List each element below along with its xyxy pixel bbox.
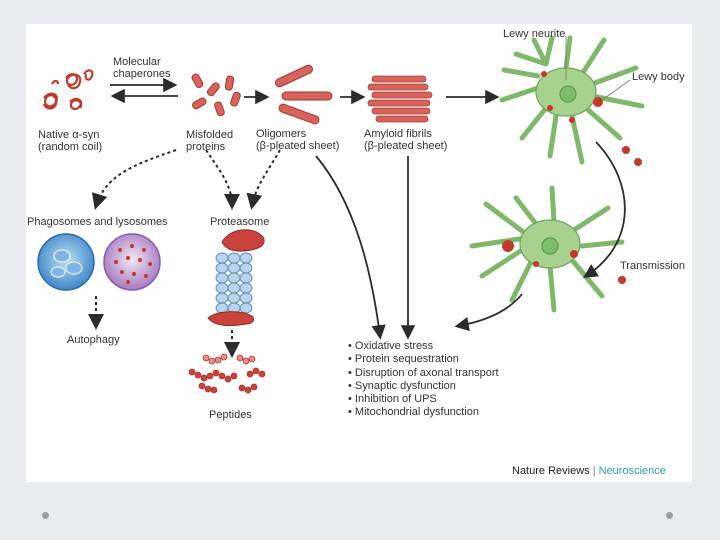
lewy-neurite-label: Lewy neurite <box>503 28 566 40</box>
proteasome-complex <box>207 229 265 327</box>
arrow-oligomers-to-proteasome <box>246 149 281 210</box>
lewy-deposits-bottom <box>502 240 626 284</box>
chaperone-equilibrium-arrows <box>110 77 178 104</box>
neuron-top <box>499 35 645 165</box>
native-alpha-syn-coils <box>42 69 94 111</box>
oligomers-label: Oligomers (β-pleated sheet) <box>256 128 340 152</box>
lewy-body-pointer <box>601 79 631 101</box>
arrow-oligomers-to-effects <box>315 155 386 340</box>
toxic-effect-item: Mitochondrial dysfunction <box>348 406 499 419</box>
phagosomes-lysosomes-label: Phagosomes and lysosomes <box>27 216 168 228</box>
amyloid-fibril-bundle <box>367 75 433 123</box>
credit-separator: | <box>592 465 596 477</box>
toxic-effect-item: Inhibition of UPS <box>348 393 499 406</box>
toxic-effect-item: Protein sequestration <box>348 353 499 366</box>
peptides-label: Peptides <box>209 409 252 421</box>
proteasome-label: Proteasome <box>210 216 270 228</box>
misfolded-protein-cylinders <box>191 73 241 117</box>
neuron-to-effects-arrow <box>454 293 523 332</box>
slide-corner-dot-right <box>666 512 673 519</box>
lysosome <box>103 233 161 291</box>
journal-credit: Nature Reviews | Neuroscience <box>512 465 666 477</box>
lewy-deposits-top <box>541 71 642 166</box>
misfolded-proteins-label: Misfolded proteins <box>186 129 234 153</box>
transmission-label: Transmission <box>620 260 685 272</box>
toxic-effects-list: Oxidative stress Protein sequestration D… <box>348 340 499 420</box>
peptide-chains <box>188 353 266 394</box>
toxic-effect-item: Synaptic dysfunction <box>348 380 499 393</box>
autophagy-label: Autophagy <box>67 334 120 346</box>
toxic-effect-item: Disruption of axonal transport <box>348 367 499 380</box>
toxic-effect-item: Oxidative stress <box>348 340 499 353</box>
neuron-bottom <box>469 185 625 313</box>
alpha-synuclein-pathway-diagram <box>37 35 645 394</box>
lewy-body-label: Lewy body <box>632 71 685 83</box>
transmission-arrow <box>582 141 626 278</box>
arrow-misfolded-to-proteasome <box>205 149 240 210</box>
oligomer-rods <box>274 64 333 125</box>
molecular-chaperones-label: Molecular chaperones <box>113 56 171 80</box>
amyloid-fibrils-label: Amyloid fibrils (β-pleated sheet) <box>364 128 448 152</box>
slide-corner-dot-left <box>42 512 49 519</box>
native-alpha-syn-label: Native α-syn (random coil) <box>38 129 103 153</box>
journal-name: Nature Reviews <box>512 465 590 477</box>
arrow-to-phagosomes <box>91 149 177 210</box>
journal-subject: Neuroscience <box>598 465 666 477</box>
phagosome <box>37 233 95 291</box>
